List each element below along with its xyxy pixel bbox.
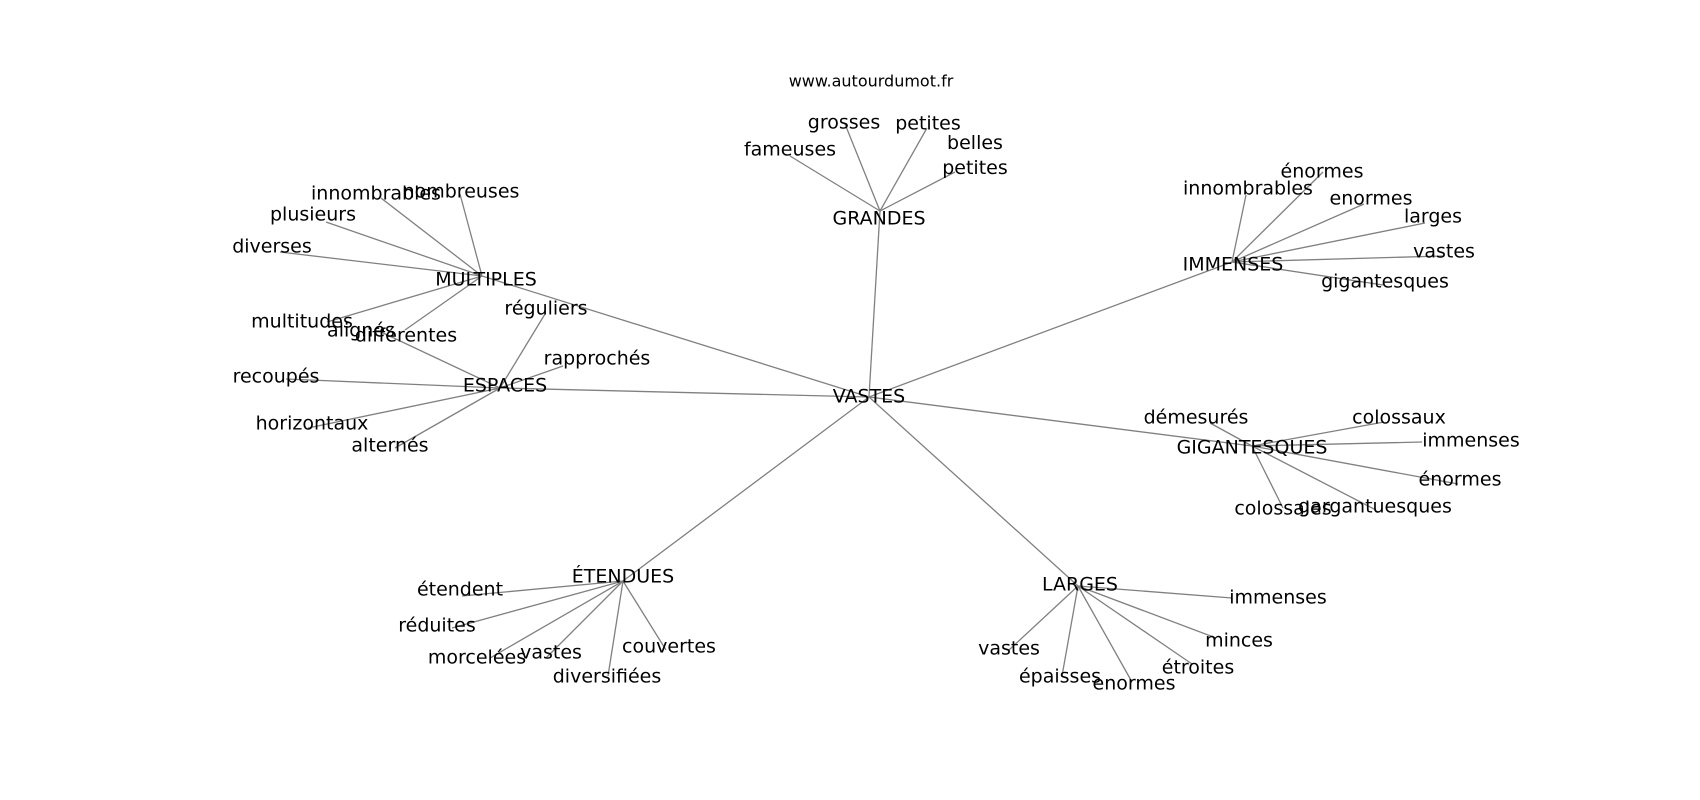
word-node-gigantesques-demesures[interactable]: démesurés bbox=[1144, 407, 1249, 429]
site-label[interactable]: www.autourdumot.fr bbox=[789, 72, 954, 91]
word-node-grandes-petites[interactable]: petites bbox=[895, 113, 961, 135]
word-node-gigantesques-colossaux[interactable]: colossaux bbox=[1352, 407, 1446, 429]
word-node-multiples-multitudes[interactable]: multitudes bbox=[251, 311, 353, 333]
edge-espaces-reguliers bbox=[499, 313, 546, 389]
group-node-espaces[interactable]: ESPACES bbox=[463, 375, 547, 397]
word-node-gigantesques-immenses[interactable]: immenses bbox=[1422, 430, 1520, 452]
word-node-multiples-plusieurs[interactable]: plusieurs bbox=[270, 204, 356, 226]
edge-immenses-enormes bbox=[1231, 171, 1324, 263]
edge-etendues-morcelees bbox=[489, 580, 624, 659]
edge-grandes-fameuses bbox=[789, 155, 881, 212]
edge-grandes-petites bbox=[879, 127, 928, 212]
edge-multiples-plusieurs bbox=[325, 221, 483, 277]
edge-gigantesques-enormes bbox=[1251, 445, 1459, 485]
edge-espaces-rapproches bbox=[499, 365, 564, 389]
word-node-immenses-larges[interactable]: larges bbox=[1404, 206, 1462, 228]
edge-multiples-diverses bbox=[279, 251, 483, 277]
word-node-larges-etroites[interactable]: étroites bbox=[1162, 657, 1234, 679]
word-node-larges-immenses[interactable]: immenses bbox=[1229, 587, 1327, 609]
edge-center-espaces bbox=[499, 387, 870, 398]
word-node-etendues-couvertes[interactable]: couvertes bbox=[622, 636, 716, 658]
word-node-gigantesques-colossales[interactable]: colossales bbox=[1234, 498, 1331, 520]
edge-grandes-belles-petites bbox=[879, 171, 956, 212]
edge-center-etendues bbox=[622, 396, 870, 582]
edge-immenses-innombrables bbox=[1231, 194, 1247, 263]
edge-center-gigantesques bbox=[868, 396, 1253, 447]
edge-gigantesques-immenses bbox=[1251, 441, 1423, 447]
edge-larges-vastes bbox=[1008, 585, 1079, 651]
word-node-immenses-vastes[interactable]: vastes bbox=[1413, 241, 1475, 263]
nodes-layer: VASTES GRANDES grosses petites fameuses belle… bbox=[232, 112, 1520, 695]
word-node-espaces-recoupes[interactable]: recoupés bbox=[233, 366, 320, 388]
word-node-etendues-vastes[interactable]: vastes bbox=[520, 642, 582, 664]
group-node-immenses[interactable]: IMMENSES bbox=[1183, 254, 1284, 276]
edge-gigantesques-demesures bbox=[1209, 422, 1253, 447]
word-node-grandes-fameuses[interactable]: fameuses bbox=[744, 139, 836, 161]
edge-center-grandes bbox=[868, 210, 881, 398]
word-node-immenses-gigantesques[interactable]: gigantesques bbox=[1321, 271, 1449, 293]
group-node-multiples[interactable]: MULTIPLES bbox=[435, 269, 537, 291]
word-node-espaces-horizontaux[interactable]: horizontaux bbox=[256, 413, 369, 435]
word-node-larges-vastes[interactable]: vastes bbox=[978, 638, 1040, 660]
edge-immenses-vastes bbox=[1231, 255, 1444, 263]
word-node-immenses-innombrables[interactable]: innombrables bbox=[1183, 178, 1313, 200]
edge-center-multiples bbox=[481, 275, 870, 398]
word-node-etendues-etendent[interactable]: étendent bbox=[417, 579, 503, 601]
edge-immenses-enormes bbox=[1231, 203, 1365, 263]
edge-etendues-reduites bbox=[451, 580, 624, 629]
edge-grandes-grosses bbox=[844, 123, 881, 212]
edge-larges-etroites bbox=[1077, 585, 1193, 665]
word-node-immenses-enormes[interactable]: enormes bbox=[1330, 188, 1413, 210]
edge-etendues-diversifiees bbox=[607, 580, 624, 677]
word-node-etendues-reduites[interactable]: réduites bbox=[398, 615, 476, 637]
group-node-larges[interactable]: LARGES bbox=[1042, 574, 1118, 596]
edge-espaces-alternes bbox=[394, 387, 501, 449]
word-node-larges-enormes[interactable]: enormes bbox=[1093, 673, 1176, 695]
edge-multiples-differentes bbox=[404, 275, 483, 331]
word-node-gigantesques-gargantuesques[interactable]: gargantuesques bbox=[1298, 496, 1452, 518]
edge-gigantesques-colossaux bbox=[1251, 421, 1385, 447]
edge-espaces-alignes bbox=[380, 331, 501, 389]
edge-multiples-innombrables bbox=[380, 197, 483, 277]
edges-layer bbox=[279, 123, 1459, 683]
edge-etendues-couvertes bbox=[622, 580, 667, 651]
word-node-larges-minces[interactable]: minces bbox=[1205, 630, 1273, 652]
edge-larges-enormes bbox=[1077, 585, 1133, 683]
edge-multiples-multitudes bbox=[326, 275, 483, 323]
edge-multiples-nombreuses bbox=[459, 193, 483, 277]
word-node-multiples-diverses[interactable]: diverses bbox=[232, 236, 312, 258]
center-node-vastes[interactable]: VASTES bbox=[833, 386, 906, 408]
edge-center-immenses bbox=[868, 261, 1233, 398]
edge-immenses-gigantesques bbox=[1231, 261, 1384, 286]
word-node-larges-epaisses[interactable]: épaisses bbox=[1019, 666, 1101, 688]
edge-espaces-horizontaux bbox=[307, 387, 501, 429]
group-node-gigantesques[interactable]: GIGANTESQUES bbox=[1177, 437, 1328, 459]
edge-espaces-recoupes bbox=[285, 378, 501, 389]
group-node-grandes[interactable]: GRANDES bbox=[832, 208, 925, 230]
edge-center-larges bbox=[868, 396, 1079, 587]
word-node-espaces-reguliers[interactable]: réguliers bbox=[504, 298, 587, 320]
word-node-espaces-alignes[interactable]: alignés bbox=[327, 320, 395, 342]
word-node-multiples-differentes[interactable]: différentes bbox=[355, 325, 457, 347]
word-node-multiples-innombrables[interactable]: innombrables bbox=[311, 183, 441, 205]
edge-larges-minces bbox=[1077, 585, 1217, 639]
word-node-etendues-diversifiees[interactable]: diversifiées bbox=[553, 666, 662, 688]
edge-gigantesques-colossales bbox=[1251, 445, 1284, 509]
edge-larges-epaisses bbox=[1061, 585, 1079, 677]
edge-etendues-vastes bbox=[545, 580, 624, 659]
word-node-gigantesques-enormes[interactable]: énormes bbox=[1419, 469, 1502, 491]
word-node-immenses-enormes[interactable]: énormes bbox=[1281, 161, 1364, 183]
edge-etendues-etendent bbox=[461, 580, 624, 597]
edge-gigantesques-gargantuesques bbox=[1251, 445, 1377, 511]
group-node-etendues[interactable]: ÉTENDUES bbox=[572, 565, 674, 588]
word-node-multiples-nombreuses[interactable]: nombreuses bbox=[403, 181, 520, 203]
word-node-etendues-morcelees[interactable]: morcelées bbox=[428, 647, 526, 669]
word-node-grandes-grosses[interactable]: grosses bbox=[808, 112, 880, 134]
word-node-espaces-rapproches[interactable]: rapprochés bbox=[544, 348, 651, 370]
word-node-espaces-alternes[interactable]: alternés bbox=[351, 435, 428, 457]
edge-larges-immenses bbox=[1077, 585, 1233, 599]
edge-immenses-larges bbox=[1231, 222, 1426, 263]
